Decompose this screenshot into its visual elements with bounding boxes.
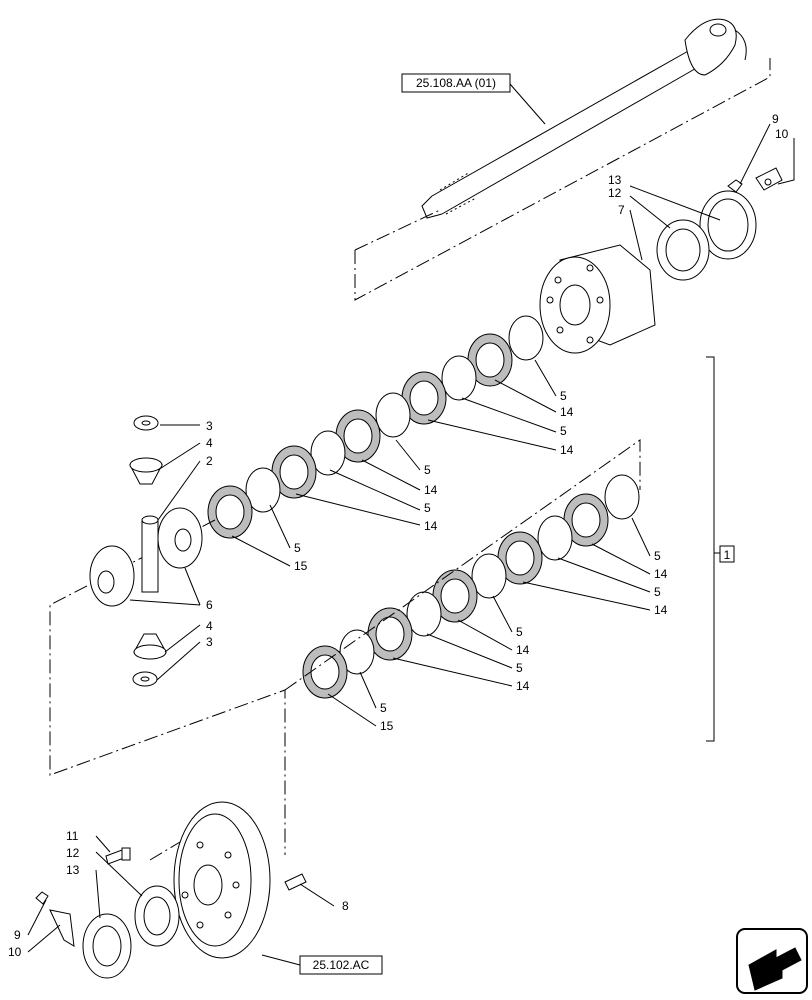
clutch-pack-upper [207,315,544,539]
callout-5: 5 [294,541,301,555]
callout-13: 13 [66,863,80,877]
callout-14: 14 [424,483,438,497]
callout-4: 4 [206,619,213,633]
leader-lines [27,123,795,953]
pinion-4-upper [129,457,163,485]
callout-14: 14 [516,643,530,657]
callout-2: 2 [206,454,213,468]
roll-pin-8 [284,873,307,891]
callout-5: 5 [516,661,523,675]
callout-5: 5 [424,463,431,477]
pinion-4-lower [133,633,167,660]
thrust-washer-3-lower [132,671,158,687]
ring-gear-reference-box[interactable]: 25.102.AC [299,955,383,975]
callout-7: 7 [618,203,625,217]
bolt-11 [105,847,131,865]
side-gear-6-right [157,507,203,569]
callout-5: 5 [560,389,567,403]
callout-5: 5 [654,585,661,599]
bearing-12-lower [134,885,180,947]
pin-9-lower [35,891,49,905]
callout-14: 14 [560,443,574,457]
callout-4: 4 [206,436,213,450]
callout-8: 8 [342,899,349,913]
thrust-washer-3-upper [133,415,159,431]
callout-9: 9 [14,928,21,942]
assembly-callout-box[interactable]: 1 [719,545,735,563]
ring-gear-reference-label: 25.102.AC [313,958,370,972]
callout-labels: 9 10 13 12 7 5 14 5 14 5 14 5 14 5 15 3 … [8,112,789,959]
callout-5: 5 [380,701,387,715]
callout-11: 11 [66,829,79,843]
callout-10: 10 [8,945,22,959]
bearing-cup-13-upper [699,190,757,260]
ring-gear [173,801,271,959]
drive-shaft [421,18,747,219]
lock-plate-10-lower [49,909,75,947]
callout-10: 10 [775,127,789,141]
bearing-cup-13-lower [82,913,132,979]
lock-plate-10-upper [755,167,783,191]
callout-15: 15 [294,559,308,573]
callout-14: 14 [516,679,530,693]
callout-14: 14 [654,567,668,581]
callout-5: 5 [516,625,523,639]
shaft-reference-label: 25.108.AA (01) [416,76,496,90]
callout-13: 13 [608,173,622,187]
assembly-bracket [706,356,715,742]
bearing-12-upper [656,219,710,281]
callout-3: 3 [206,419,213,433]
callout-5: 5 [424,501,431,515]
callout-9: 9 [772,112,779,126]
differential-housing-7 [539,244,656,354]
next-page-arrow-icon[interactable] [736,928,808,994]
callout-5: 5 [560,424,567,438]
callout-12: 12 [608,186,622,200]
callout-14: 14 [654,603,668,617]
callout-12: 12 [66,846,80,860]
pin-9-upper [727,179,743,193]
callout-3: 3 [206,635,213,649]
callout-5: 5 [654,549,661,563]
callout-15: 15 [380,719,394,733]
callout-6: 6 [206,598,213,612]
cross-pin-2 [141,515,159,593]
callout-1: 1 [724,548,731,562]
clutch-pack-lower [302,474,640,699]
callout-14: 14 [560,405,574,419]
callout-14: 14 [424,519,438,533]
shaft-reference-box[interactable]: 25.108.AA (01) [401,73,511,93]
side-gear-6-left [89,545,135,607]
